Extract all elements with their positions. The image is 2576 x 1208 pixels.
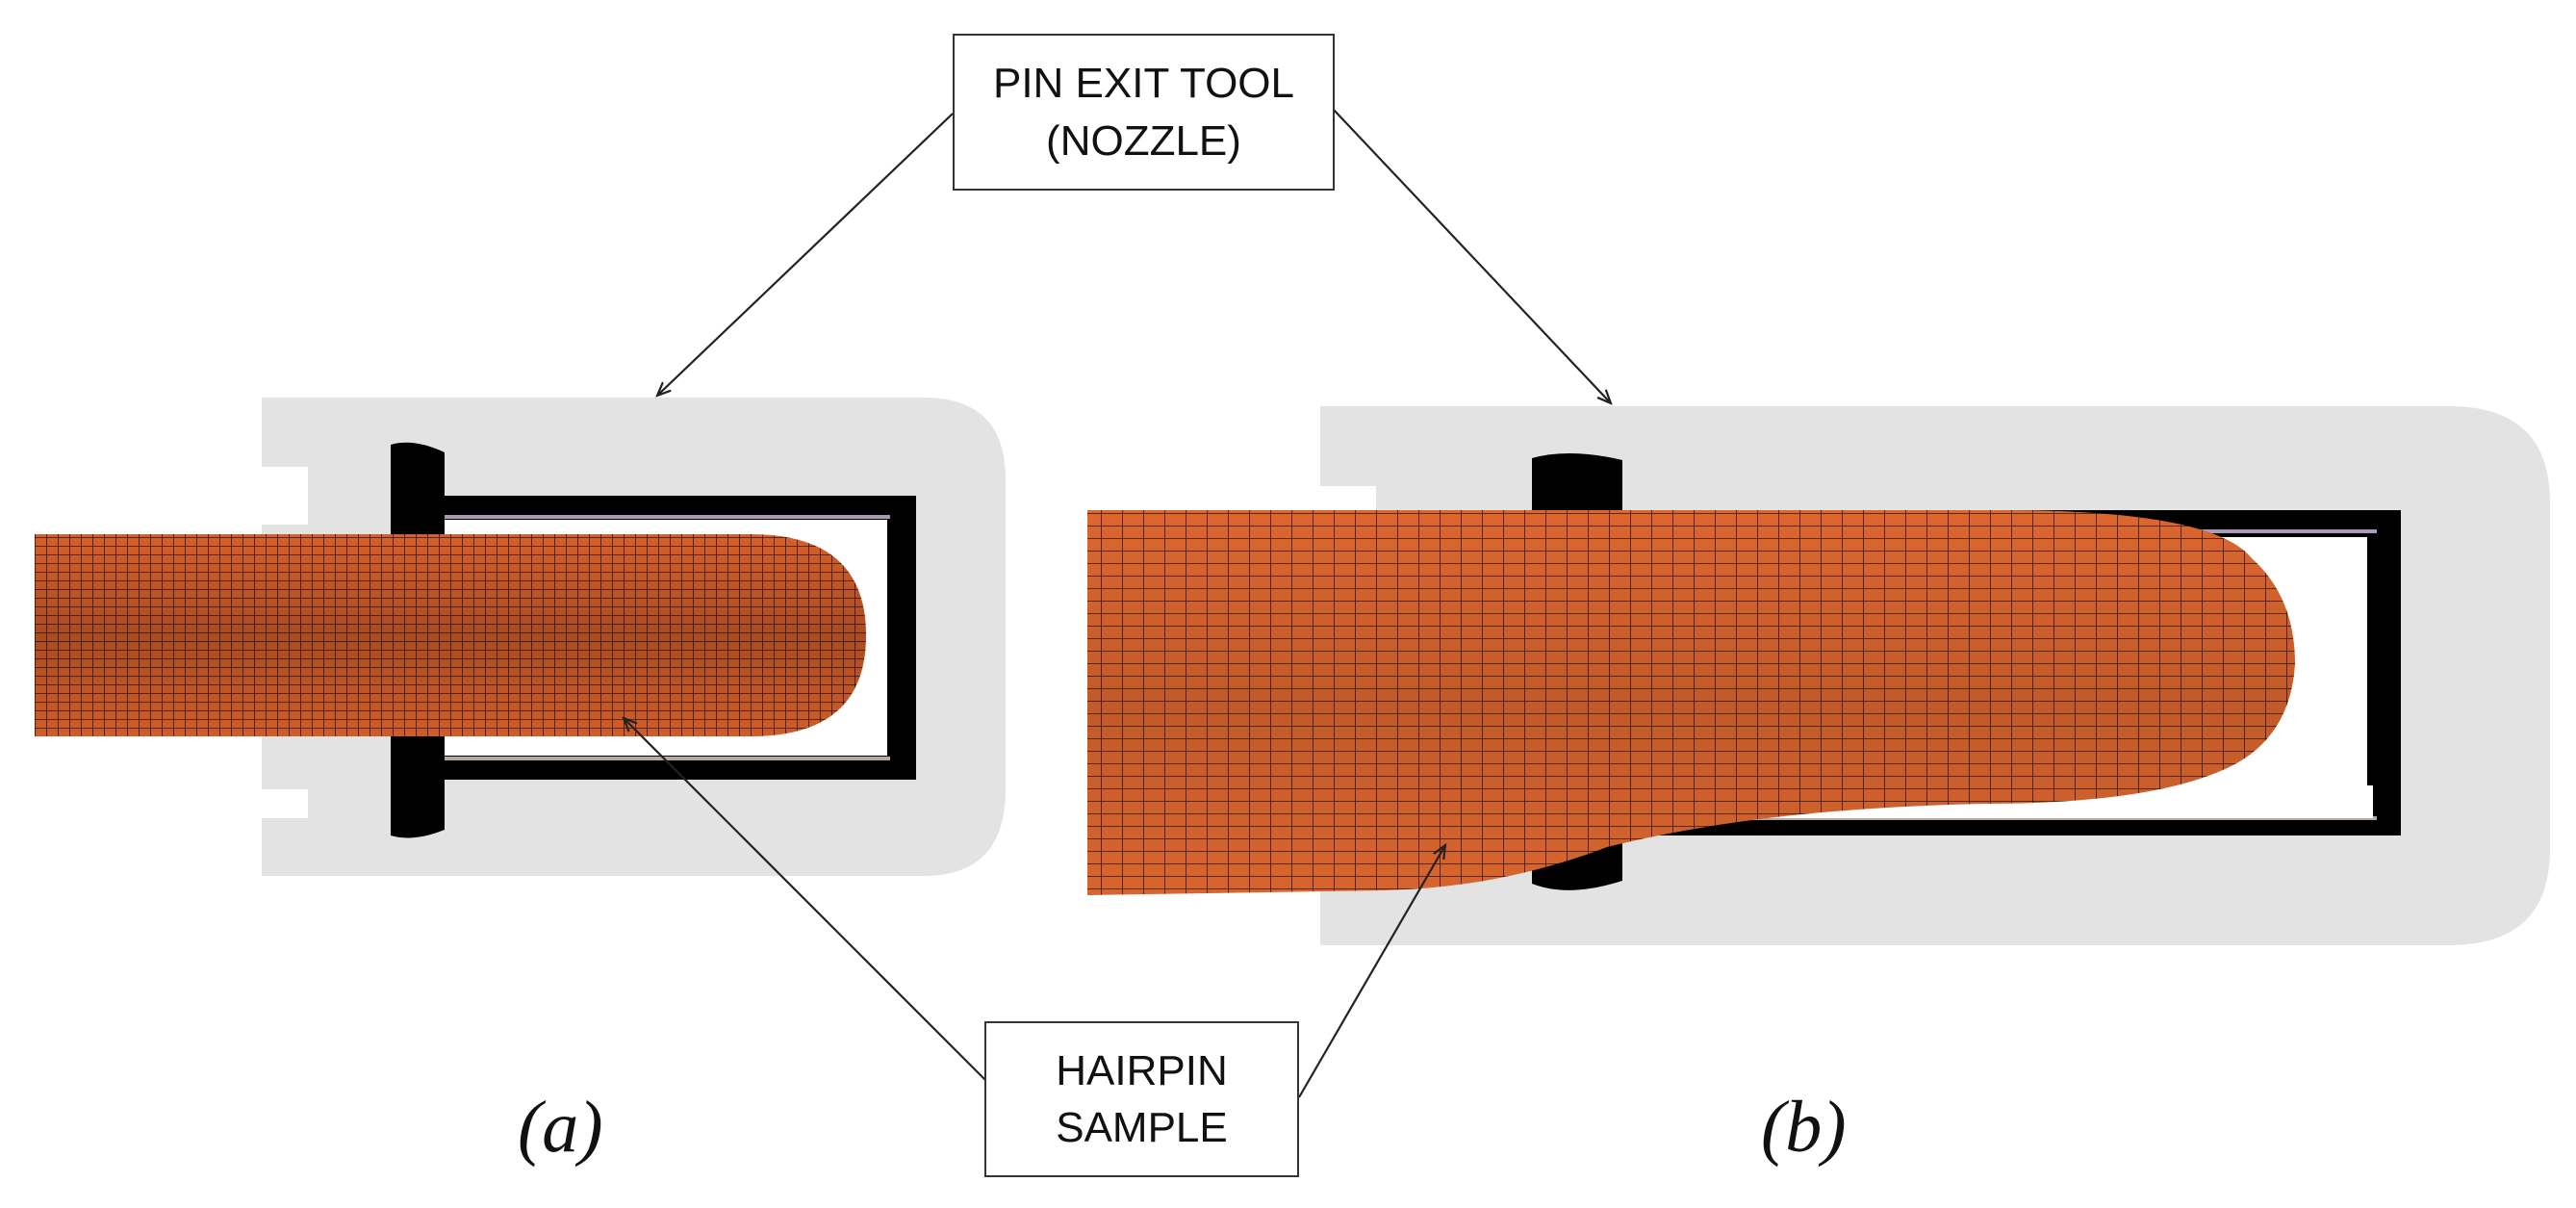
callout-hairpin-sample-line1: HAIRPIN [1056, 1046, 1228, 1094]
callout-pin-exit-tool-line2: (NOZZLE) [1046, 116, 1241, 165]
leader-tool-to-b [1332, 108, 1611, 403]
callout-pin-exit-tool: PIN EXIT TOOL (NOZZLE) [953, 34, 1335, 191]
panel-b-diagram [1087, 406, 2550, 945]
leader-lines [624, 108, 1611, 1098]
panel-label-a: (a) [518, 1087, 603, 1168]
panel-a-diagram [35, 398, 1006, 876]
leader-sample-to-a [624, 718, 987, 1082]
panel-label-b: (b) [1761, 1087, 1847, 1168]
leader-tool-to-a [657, 113, 954, 396]
leader-sample-to-b [1298, 845, 1445, 1098]
callout-hairpin-sample: HAIRPIN SAMPLE [984, 1021, 1299, 1177]
hairpin-sample-a [35, 534, 866, 736]
callout-hairpin-sample-line2: SAMPLE [1056, 1104, 1228, 1151]
hairpin-sample-b [1087, 510, 2295, 895]
callout-pin-exit-tool-line1: PIN EXIT TOOL [992, 60, 1294, 108]
